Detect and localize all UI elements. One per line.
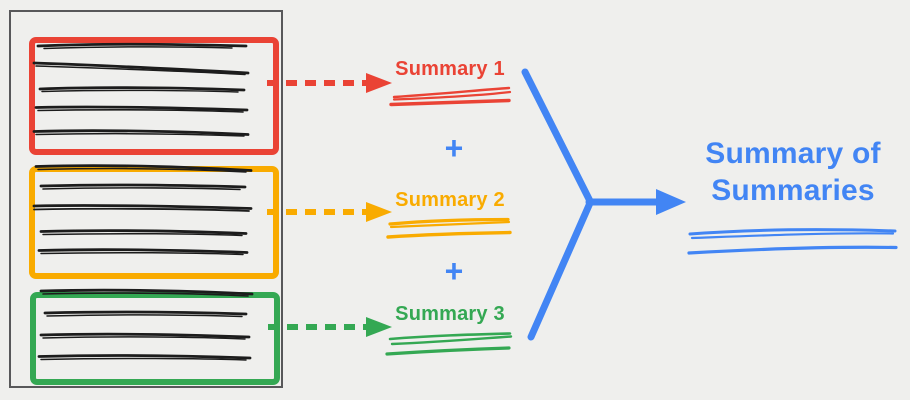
document-chunk-1-box <box>29 37 279 155</box>
merge-arrow <box>521 68 686 341</box>
summary-2-label: Summary 2 <box>395 189 505 211</box>
source-document-container <box>9 10 283 388</box>
summary-1-underline-scribble <box>389 86 512 107</box>
dashed-arrow-chunk-3 <box>268 317 392 337</box>
summary-3-underline-scribble <box>385 332 513 356</box>
summary-1-label: Summary 1 <box>395 58 505 80</box>
document-chunk-2-box <box>29 166 279 279</box>
final-summary-label: Summary of Summaries <box>705 137 881 207</box>
plus-sign-1: + <box>444 130 464 166</box>
summary-3-label: Summary 3 <box>395 303 505 325</box>
final-summary-underline-scribble <box>687 228 898 255</box>
dashed-arrow-chunk-1 <box>267 73 392 93</box>
summary-2-underline-scribble <box>386 217 512 239</box>
dashed-arrow-chunk-2 <box>267 202 392 222</box>
document-chunk-3-box <box>30 292 280 385</box>
plus-sign-2: + <box>444 253 464 289</box>
